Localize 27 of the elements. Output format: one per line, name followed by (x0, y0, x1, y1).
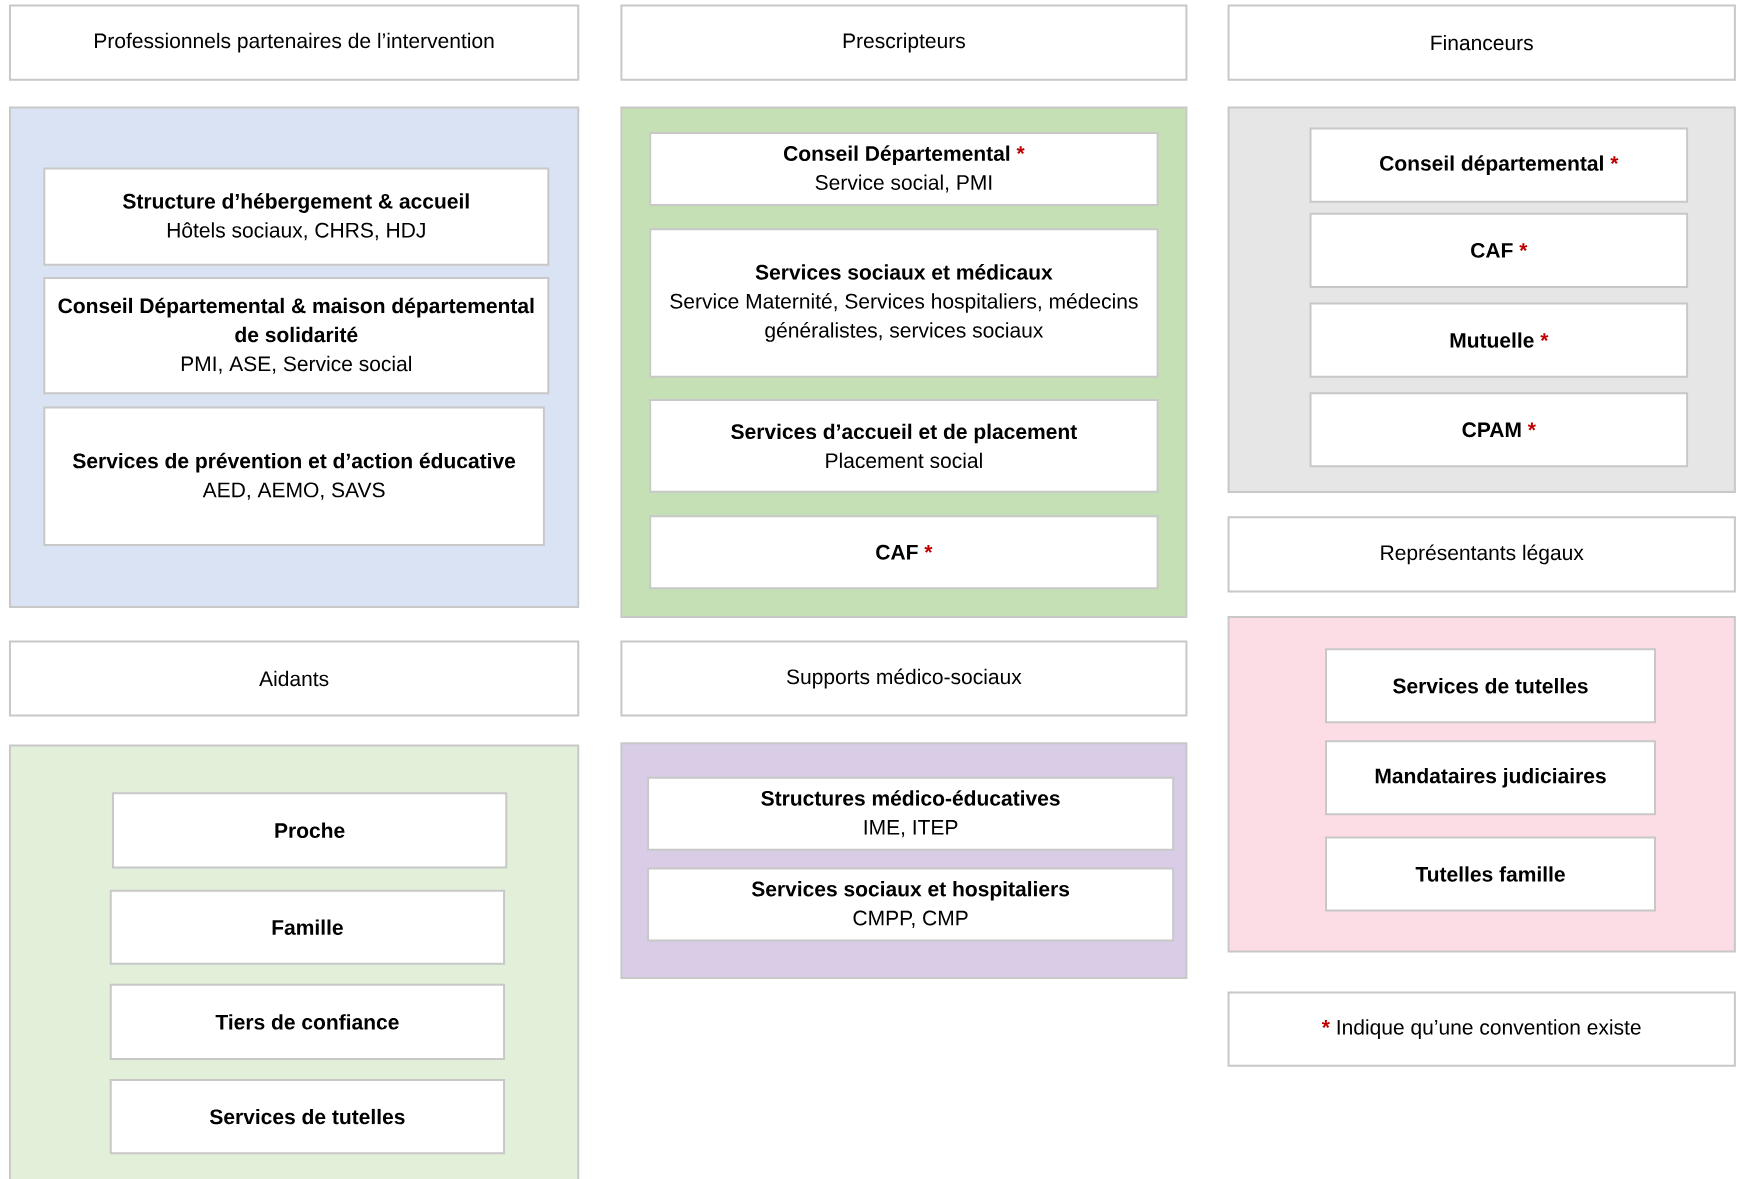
category-box: Professionnels partenaires de l’intervention (8, 4, 580, 81)
category-box: Prescripteurs (620, 4, 1188, 81)
entity-box: Structure d’hébergement & accueil Hôtels sociaux, CHRS, HDJ (43, 167, 550, 266)
entity-box: CPAM * (1309, 392, 1689, 468)
entity-box: CAF * (649, 515, 1159, 590)
entity-box: Services de tutelles (109, 1079, 506, 1155)
entity-box: Structures médico-éducatives IME, ITEP (647, 776, 1175, 851)
entity-box: Conseil départemental * (1309, 127, 1689, 203)
entity-box: Proche (111, 792, 508, 869)
entity-box: Services de tutelles (1325, 648, 1656, 724)
category-box: Aidants (8, 640, 580, 717)
entity-box: Conseil Départemental & maison départemental de solidarité PMI, ASE, Service social (43, 277, 550, 395)
entity-box: Mandataires judiciaires (1325, 740, 1656, 816)
entity-box: Famille (109, 889, 506, 965)
category-box: Représentants légaux (1227, 516, 1736, 593)
category-box: Supports médico-sociaux (620, 640, 1188, 717)
entity-box: Services de prévention et d’action éducative AED, AEMO, SAVS (43, 406, 545, 546)
entity-box: Services d’accueil et de placement Placement social (649, 398, 1159, 493)
category-box: Financeurs (1227, 4, 1736, 81)
entity-box: Tiers de confiance (109, 983, 506, 1060)
entity-box: Services sociaux et hospitaliers CMPP, CMP (647, 867, 1175, 942)
entity-box: Mutuelle * (1309, 302, 1689, 378)
entity-box: CAF * (1309, 212, 1689, 288)
entity-box: Conseil Départemental * Service social, PMI (649, 131, 1159, 206)
footnote-box: * Indique qu’une convention existe (1227, 991, 1736, 1067)
entity-box: Tutelles famille (1325, 836, 1656, 912)
entity-box: Services sociaux et médicaux Service Maternité, Services hospitaliers, médecins généralistes, services sociaux (649, 228, 1159, 378)
